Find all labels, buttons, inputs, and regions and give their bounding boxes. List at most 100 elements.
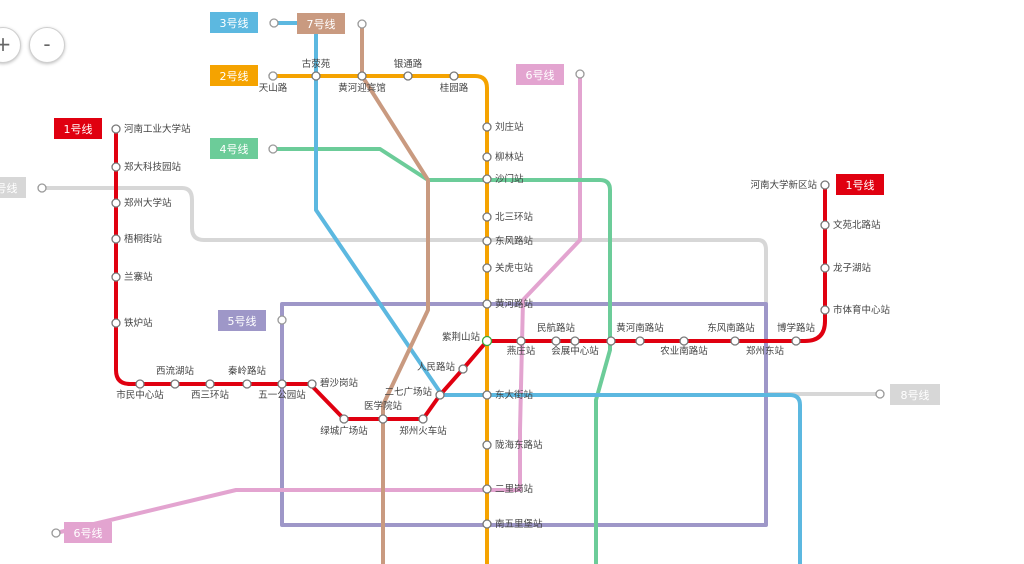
station-marker[interactable] [111, 272, 121, 282]
station-marker[interactable] [606, 336, 616, 346]
line-badge-box[interactable] [0, 177, 26, 198]
terminal-marker[interactable] [51, 528, 61, 538]
station-marker[interactable] [679, 336, 689, 346]
station-s24[interactable]: 东风南路站 [679, 322, 755, 346]
station-s34[interactable]: 北三环站 [482, 211, 534, 223]
line-badge-box[interactable] [210, 138, 258, 159]
line-badge-l8[interactable]: 8号线 [890, 384, 940, 405]
station-marker[interactable] [111, 124, 121, 134]
station-s19[interactable]: 燕庄站 [507, 336, 536, 357]
terminal-marker[interactable] [37, 183, 47, 193]
station-marker[interactable] [482, 122, 492, 132]
station-s23[interactable]: 农业南路站 [635, 336, 708, 357]
station-s18[interactable]: 紫荆山站 [442, 331, 493, 347]
station-s43[interactable]: 古荥苑 [302, 58, 331, 81]
line-badge-box[interactable] [210, 12, 258, 33]
station-s08[interactable]: 西流湖站 [156, 365, 195, 389]
terminal-marker[interactable] [268, 144, 278, 154]
station-s35[interactable]: 东风路站 [482, 235, 534, 247]
line-badge-l5[interactable]: 5号线 [218, 310, 266, 331]
station-s07[interactable]: 市民中心站 [116, 379, 164, 401]
line-badge-box[interactable] [836, 174, 884, 195]
station-marker[interactable] [791, 336, 801, 346]
station-s38[interactable]: 东大街站 [482, 389, 534, 401]
line-badge-box[interactable] [210, 65, 258, 86]
station-marker[interactable] [307, 379, 317, 389]
station-s16[interactable]: 二七广场站 [384, 386, 445, 400]
station-s20[interactable]: 民航路站 [537, 322, 576, 346]
station-marker[interactable] [570, 336, 580, 346]
station-s17[interactable]: 人民路站 [417, 361, 468, 374]
station-s02[interactable]: 郑大科技园站 [111, 161, 182, 173]
line-badge-box[interactable] [890, 384, 940, 405]
station-marker[interactable] [357, 71, 367, 81]
station-s36[interactable]: 关虎屯站 [482, 262, 534, 274]
station-marker[interactable] [449, 71, 459, 81]
terminal-marker[interactable] [277, 315, 287, 325]
station-s27[interactable]: 市体育中心站 [820, 304, 891, 316]
station-marker[interactable] [111, 234, 121, 244]
station-marker[interactable] [418, 414, 428, 424]
zoom-out-button[interactable]: - [29, 27, 65, 63]
station-marker[interactable] [730, 336, 740, 346]
station-marker[interactable] [205, 379, 215, 389]
station-marker[interactable] [820, 263, 830, 273]
station-s10[interactable]: 秦岭路站 [228, 365, 267, 389]
station-marker[interactable] [482, 440, 492, 450]
station-s31[interactable]: 刘庄站 [482, 121, 524, 133]
station-s41[interactable]: 南五里堡站 [482, 518, 543, 530]
station-marker[interactable] [482, 519, 492, 529]
station-s06[interactable]: 铁炉站 [111, 317, 153, 329]
terminal-marker[interactable] [575, 69, 585, 79]
line-badge-box[interactable] [54, 118, 102, 139]
station-marker[interactable] [170, 379, 180, 389]
station-marker[interactable] [482, 152, 492, 162]
station-s30[interactable]: 河南大学新区站 [750, 179, 830, 191]
station-s33[interactable]: 沙门站 [482, 173, 524, 185]
station-s32[interactable]: 柳林站 [482, 151, 524, 163]
line-badge-l6[interactable]: 6号线 [64, 522, 112, 543]
station-s28[interactable]: 龙子湖站 [820, 262, 872, 274]
station-marker[interactable] [277, 379, 287, 389]
station-s15[interactable]: 郑州火车站 [399, 414, 447, 437]
station-marker[interactable] [111, 318, 121, 328]
station-marker[interactable] [458, 364, 468, 374]
station-marker[interactable] [551, 336, 561, 346]
station-s12[interactable]: 碧沙岗站 [307, 377, 359, 389]
station-marker[interactable] [820, 220, 830, 230]
station-s22[interactable]: 黄河南路站 [606, 322, 664, 346]
station-s14[interactable]: 医学院站 [364, 400, 403, 424]
station-marker[interactable] [378, 414, 388, 424]
station-marker[interactable] [635, 336, 645, 346]
station-marker[interactable] [311, 71, 321, 81]
station-s44[interactable]: 黄河迎宾馆 [338, 71, 386, 94]
line-badge-box[interactable] [516, 64, 564, 85]
station-marker[interactable] [435, 390, 445, 400]
line-badge-box[interactable] [64, 522, 112, 543]
station-s11[interactable]: 五一公园站 [258, 379, 306, 401]
line-badge-l1[interactable]: 1号线 [54, 118, 102, 139]
terminal-marker[interactable] [875, 389, 885, 399]
station-s25[interactable]: 郑州东站 [730, 336, 784, 357]
station-marker[interactable] [516, 336, 526, 346]
station-s01[interactable]: 河南工业大学站 [111, 123, 191, 135]
station-s45[interactable]: 银通路 [394, 58, 423, 81]
line-badge-l7[interactable]: 7号线 [297, 13, 345, 34]
station-marker[interactable] [242, 379, 252, 389]
terminal-marker[interactable] [268, 71, 278, 81]
line-badge-l3[interactable]: 3号线 [210, 12, 258, 33]
station-marker[interactable] [482, 390, 492, 400]
terminal-marker[interactable] [269, 18, 279, 28]
line-badge-l6[interactable]: 6号线 [516, 64, 564, 85]
station-s37[interactable]: 黄河路站 [482, 298, 534, 310]
station-marker[interactable] [403, 71, 413, 81]
station-marker[interactable] [482, 299, 492, 309]
station-marker[interactable] [482, 263, 492, 273]
station-s04[interactable]: 梧桐街站 [111, 233, 163, 245]
line-badge-box[interactable] [218, 310, 266, 331]
station-marker[interactable] [482, 484, 492, 494]
line-badge-box[interactable] [297, 13, 345, 34]
line-badge-l8[interactable]: 8号线 [0, 177, 26, 198]
station-s13[interactable]: 绿城广场站 [320, 414, 368, 437]
station-s21[interactable]: 会展中心站 [551, 336, 599, 357]
